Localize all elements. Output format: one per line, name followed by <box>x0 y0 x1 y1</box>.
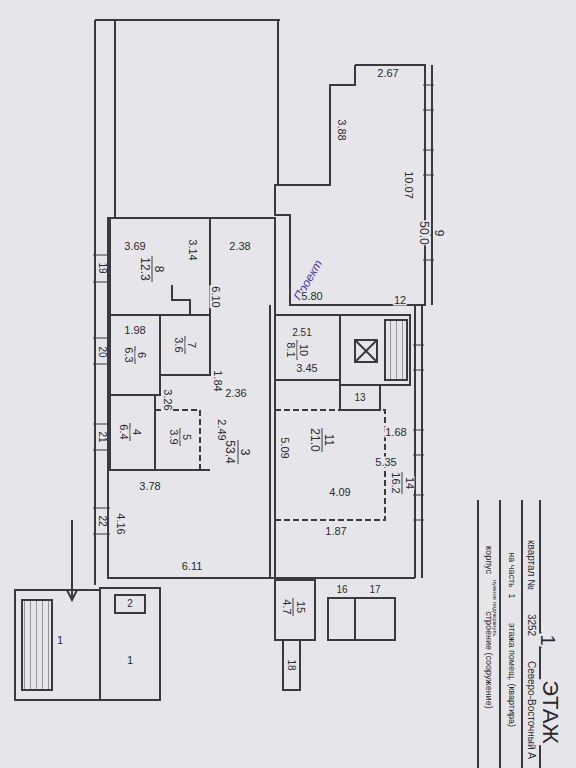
plan-label: 4.16 <box>115 512 126 535</box>
plan-label: 6.11 <box>181 561 204 572</box>
plan-label: 3.6 <box>173 336 184 353</box>
plan-label: 11 <box>323 433 335 447</box>
plan-label: 4 <box>131 428 142 436</box>
plan-label: 21.0 <box>309 427 321 452</box>
plan-label: 3.88 <box>336 118 347 141</box>
plan-label: 1 <box>56 635 64 646</box>
plan-label: 4.09 <box>328 487 351 498</box>
plan-label: 1.84 <box>212 369 223 392</box>
plan-label: 13 <box>353 393 366 403</box>
plan-label: 1 <box>507 592 516 599</box>
plan-label: 1.68 <box>384 427 407 438</box>
plan-label: 3.69 <box>123 241 146 252</box>
plan-label: 3252 <box>526 613 536 637</box>
plan-label: 3.78 <box>138 481 161 492</box>
plan-label: 8 <box>153 265 165 274</box>
plan-label: 2.67 <box>376 68 399 79</box>
plan-label: 2.51 <box>291 328 312 338</box>
plan-label: 4.7 <box>281 598 292 615</box>
plan-label: 6.10 <box>210 285 221 308</box>
plan-label: 18 <box>286 658 296 671</box>
plan-label: 50.0 <box>418 220 430 245</box>
plan-label: корпус <box>484 545 493 575</box>
plan-label: этажа помещ. (квартира) <box>507 622 516 728</box>
plan-label: 1 <box>538 633 558 646</box>
plan-label: 10.07 <box>403 170 414 200</box>
plan-label: 9 <box>433 229 445 238</box>
plan-label: 16.2 <box>390 471 401 494</box>
plan-label: 14 <box>404 476 415 490</box>
plan-label: 2.49 <box>216 418 227 441</box>
plan-label: 7 <box>186 341 197 349</box>
plan-label: нужное подчеркнуть <box>492 579 498 638</box>
plan-label: 5.80 <box>300 291 323 302</box>
plan-label: 12 <box>393 295 407 306</box>
plan-label: 16 <box>335 585 348 595</box>
plan-label: 6 <box>136 351 147 359</box>
plan-label: 3.26 <box>162 388 173 411</box>
plan-label: 12.3 <box>139 256 151 281</box>
plan-label: 1.87 <box>324 526 347 537</box>
plan-label: 3.14 <box>187 238 198 261</box>
plan-label: на часть <box>507 551 516 588</box>
plan-label: 19 <box>97 261 107 274</box>
plan-label: 5.09 <box>279 436 290 459</box>
plan-label: Северо-Восточный А <box>526 660 536 760</box>
plan-label: 2.36 <box>224 388 247 399</box>
plan-label: 6.4 <box>118 423 129 440</box>
plan-label: 10 <box>298 343 309 357</box>
plan-label: 17 <box>368 585 381 595</box>
floor-title: ЭТАЖ <box>539 679 561 745</box>
plan-label: 5.35 <box>374 457 397 468</box>
plan-label: 3 <box>239 448 251 457</box>
plan-label: 15 <box>295 600 306 614</box>
plan-label: 6.3 <box>123 346 134 363</box>
plan-label: 1.98 <box>123 325 146 336</box>
plan-label: 1 <box>126 655 134 666</box>
plan-label: 20 <box>97 345 107 358</box>
plan-label: 2.38 <box>228 241 251 252</box>
plan-label: квартал № <box>526 539 536 591</box>
plan-label: 53.4 <box>224 439 236 464</box>
plan-label: 5 <box>181 433 192 441</box>
plan-label: 8.1 <box>285 341 296 358</box>
plan-label: 22 <box>97 514 107 527</box>
plan-label: 21 <box>97 430 107 443</box>
plan-label: 3.45 <box>295 363 318 374</box>
plan-label: 3.9 <box>168 428 179 445</box>
plan-label: 2 <box>126 599 134 609</box>
